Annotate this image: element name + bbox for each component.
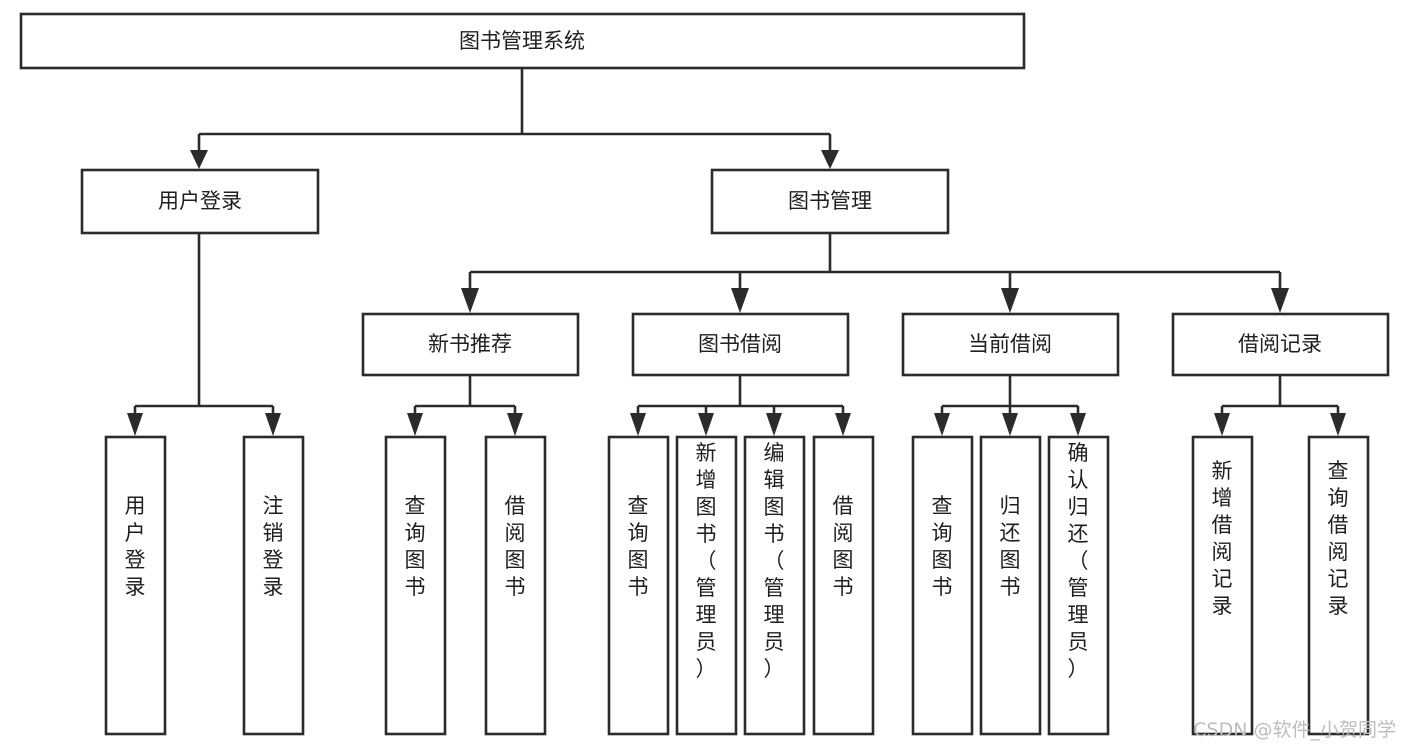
- node-user-login-box[interactable]: [80, 168, 320, 235]
- node-leaf-query-record[interactable]: 查询借阅记录: [1307, 435, 1370, 736]
- arrowhead-leaf-query-record: [1330, 413, 1346, 436]
- arrowhead-leaf-borrow-book-2: [835, 413, 851, 436]
- node-leaf-borrow-book-1-box[interactable]: [484, 435, 547, 736]
- node-borrow-record-box[interactable]: [1171, 312, 1390, 377]
- node-leaf-logout-label: 注销登录: [263, 494, 284, 599]
- node-current-borrow-label: 当前借阅: [968, 332, 1052, 356]
- arrowhead-borrow-record: [1271, 288, 1289, 313]
- node-current-borrow[interactable]: 当前借阅: [901, 312, 1120, 377]
- node-leaf-user-login-box[interactable]: [104, 435, 167, 736]
- node-leaf-logout[interactable]: 注销登录: [242, 435, 305, 736]
- arrowhead-leaf-borrow-book-1: [507, 413, 523, 436]
- node-borrow-record-label: 借阅记录: [1238, 332, 1322, 356]
- node-borrow-record[interactable]: 借阅记录: [1171, 312, 1390, 377]
- arrowhead-book-borrow: [731, 288, 749, 313]
- node-leaf-query-book-1-label: 查询图书: [405, 494, 426, 599]
- node-leaf-add-record-box[interactable]: [1191, 435, 1254, 736]
- arrowhead-leaf-confirm-return: [1070, 413, 1086, 436]
- arrowhead-leaf-return-book: [1002, 413, 1018, 436]
- node-leaf-return-book[interactable]: 归还图书: [979, 435, 1042, 736]
- node-leaf-confirm-return-box[interactable]: [1047, 435, 1110, 736]
- arrowhead-new-book-recommend: [461, 288, 479, 313]
- node-user-login[interactable]: 用户登录: [80, 168, 320, 235]
- node-leaf-borrow-book-1-label: 借阅图书: [505, 494, 526, 599]
- node-leaf-query-record-box[interactable]: [1307, 435, 1370, 736]
- node-leaf-return-book-box[interactable]: [979, 435, 1042, 736]
- node-leaf-borrow-book-1[interactable]: 借阅图书: [484, 435, 547, 736]
- node-book-management-label: 图书管理: [788, 189, 872, 213]
- node-book-management[interactable]: 图书管理: [710, 168, 950, 235]
- arrowhead-current-borrow: [1001, 288, 1019, 313]
- node-leaf-borrow-book-2-box[interactable]: [812, 435, 875, 736]
- arrowhead-leaf-query-book-1: [407, 413, 423, 436]
- node-root-box[interactable]: [19, 12, 1026, 70]
- node-leaf-query-book-3-box[interactable]: [911, 435, 974, 736]
- node-leaf-user-login[interactable]: 用户登录: [104, 435, 167, 736]
- arrowhead-leaf-edit-book: [766, 413, 782, 436]
- node-book-borrow-label: 图书借阅: [698, 332, 782, 356]
- node-leaf-query-record-label: 查询借阅记录: [1328, 459, 1349, 618]
- node-root[interactable]: 图书管理系统: [19, 12, 1026, 70]
- node-user-login-label: 用户登录: [158, 189, 242, 213]
- node-leaf-query-book-2-label: 查询图书: [628, 494, 649, 599]
- node-leaf-add-record[interactable]: 新增借阅记录: [1191, 435, 1254, 736]
- arrowhead-leaf-query-book-3: [934, 413, 950, 436]
- node-leaf-return-book-label: 归还图书: [1000, 494, 1021, 599]
- node-current-borrow-box[interactable]: [901, 312, 1120, 377]
- node-leaf-query-book-2-box[interactable]: [607, 435, 670, 736]
- arrowhead-leaf-logout: [265, 413, 281, 436]
- node-leaf-edit-book[interactable]: 编辑图书（管理员）: [743, 435, 806, 736]
- node-leaf-query-book-2[interactable]: 查询图书: [607, 435, 670, 736]
- connector-layer: [127, 68, 1346, 436]
- watermark-label: CSDN @软件_小贺同学: [1193, 719, 1396, 741]
- arrowhead-leaf-add-record: [1214, 413, 1230, 436]
- node-leaf-query-book-3-label: 查询图书: [932, 494, 953, 599]
- arrowhead-leaf-query-book-2: [630, 413, 646, 436]
- node-new-book-recommend-label: 新书推荐: [428, 332, 512, 356]
- node-book-borrow[interactable]: 图书借阅: [631, 312, 850, 377]
- node-leaf-confirm-return[interactable]: 确认归还（管理员）: [1047, 435, 1110, 736]
- arrowhead-leaf-add-book: [698, 413, 714, 436]
- node-leaf-borrow-book-2-label: 借阅图书: [833, 494, 854, 599]
- node-leaf-edit-book-box[interactable]: [743, 435, 806, 736]
- node-leaf-edit-book-label: 编辑图书（管理员）: [764, 441, 785, 681]
- node-leaf-add-book-label: 新增图书（管理员）: [696, 441, 717, 681]
- arrowhead-leaf-user-login: [127, 413, 143, 436]
- node-leaf-user-login-label: 用户登录: [125, 494, 146, 599]
- node-new-book-recommend-box[interactable]: [361, 312, 580, 377]
- node-root-label: 图书管理系统: [459, 29, 585, 53]
- node-leaf-query-book-3[interactable]: 查询图书: [911, 435, 974, 736]
- node-book-borrow-box[interactable]: [631, 312, 850, 377]
- node-leaf-add-record-label: 新增借阅记录: [1212, 459, 1233, 618]
- node-leaf-borrow-book-2[interactable]: 借阅图书: [812, 435, 875, 736]
- arrowhead-book-management: [821, 150, 839, 169]
- node-leaf-add-book[interactable]: 新增图书（管理员）: [675, 435, 738, 736]
- node-new-book-recommend[interactable]: 新书推荐: [361, 312, 580, 377]
- node-leaf-confirm-return-label: 确认归还（管理员）: [1068, 441, 1089, 681]
- node-leaf-query-book-1[interactable]: 查询图书: [384, 435, 447, 736]
- node-book-management-box[interactable]: [710, 168, 950, 235]
- node-leaf-logout-box[interactable]: [242, 435, 305, 736]
- arrowhead-user-login: [190, 150, 208, 169]
- node-leaf-add-book-box[interactable]: [675, 435, 738, 736]
- node-leaf-query-book-1-box[interactable]: [384, 435, 447, 736]
